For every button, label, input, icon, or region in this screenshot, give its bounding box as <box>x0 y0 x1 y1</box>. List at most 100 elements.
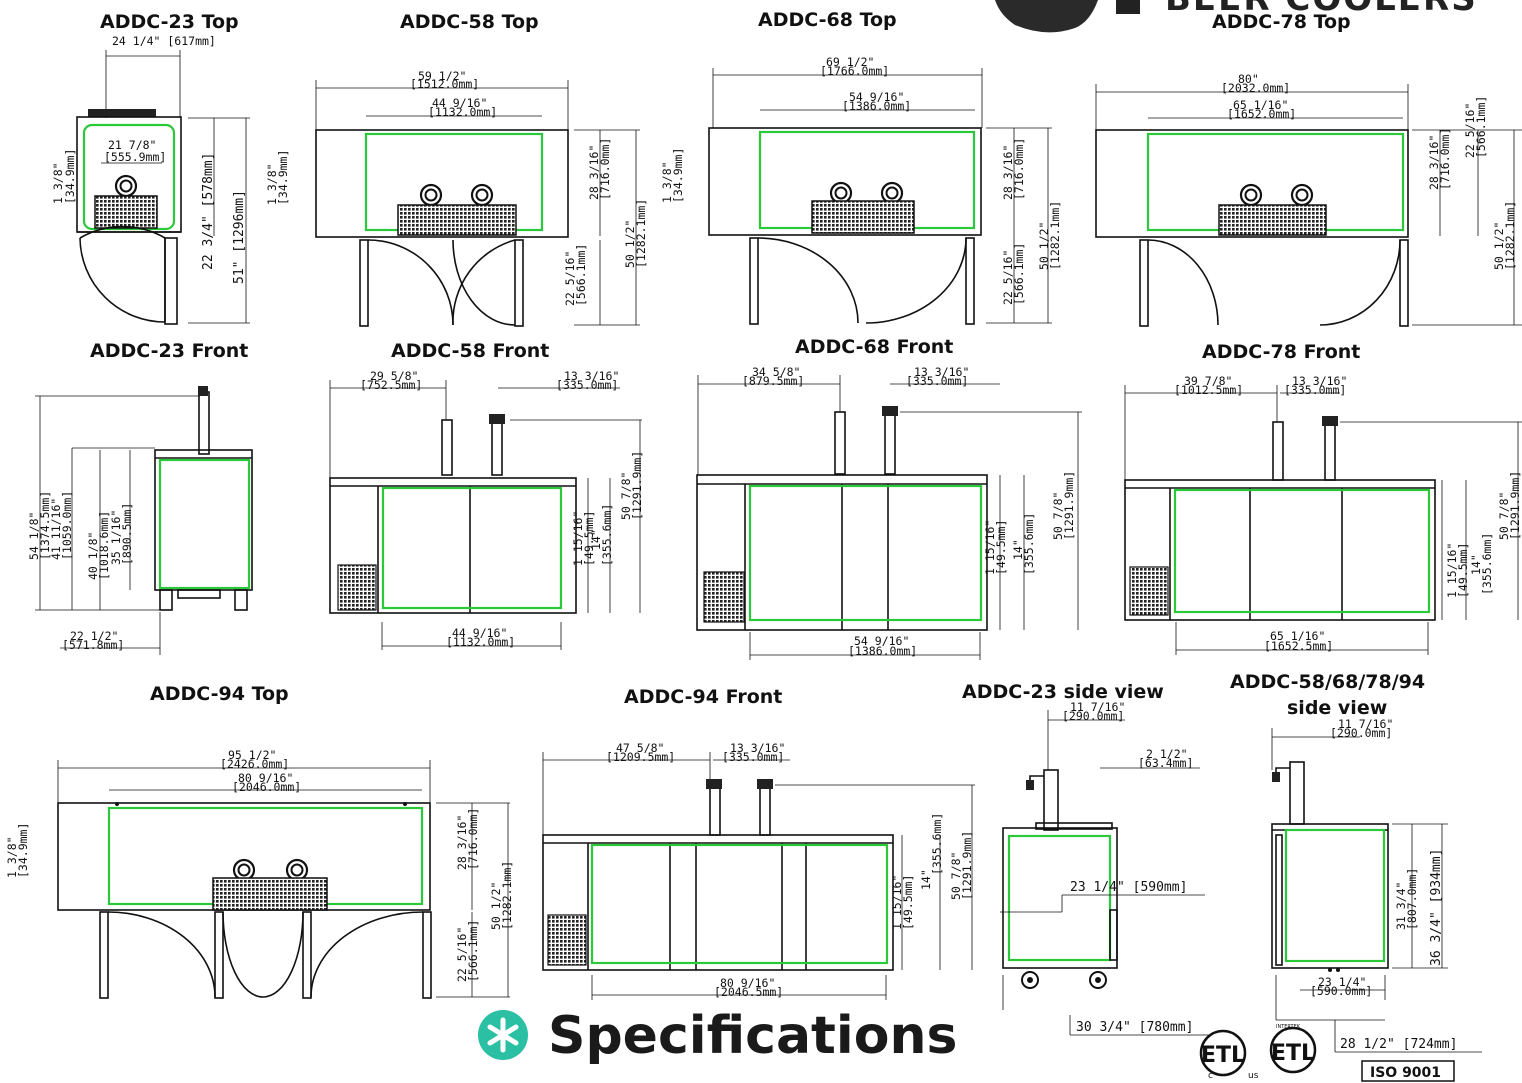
dim-t94-h3-mm: [566.1mm] <box>466 920 480 982</box>
dim-f68-h3: 50 7/8" <box>1051 492 1065 540</box>
addc78-top-drawing: 80" [2032.0mm] 65 1/16" [1652.0mm] 28 3/… <box>1095 72 1522 327</box>
dim-t94-d1-mm: [34.9mm] <box>16 823 30 878</box>
etl-marks: ETL c us ETL INTERTEK ISO 9001 <box>1199 1024 1455 1082</box>
dim-f78-h1: 1 15/16" <box>1445 543 1459 598</box>
dim-f94-h1: 1 15/16" <box>890 875 904 930</box>
dim-a58-width-mm: [1512.0mm] <box>410 77 479 91</box>
dim-f94-tap: 13 3/16" <box>730 741 785 755</box>
svg-text:ETL: ETL <box>1271 1041 1315 1066</box>
dim-a58-h1: 28 3/16" <box>587 145 601 200</box>
dim-a68-width: 69 1/2" <box>826 55 874 69</box>
title-addc23-front: ADDC-23 Front <box>90 340 248 362</box>
dim-a68-h1-mm: [716.0mm] <box>1012 138 1026 200</box>
dim-f68-tap: 13 3/16" <box>914 365 969 379</box>
dim-f78-h1-mm: [49.5mm] <box>1456 543 1470 598</box>
dim-f23-w: 22 1/2" <box>70 629 118 643</box>
dim-sm-590-mm: [590.0mm] <box>1310 984 1372 998</box>
dim-t94-h1: 28 3/16" <box>455 815 469 870</box>
title-addc68-front: ADDC-68 Front <box>795 336 953 358</box>
dim-a58-h2-mm: [1282.1mm] <box>634 199 648 268</box>
dim-f94-h2: 14" <box>919 869 933 890</box>
dim-f78-tap-mm: [335.0mm] <box>1284 383 1346 397</box>
dim-f58-h3: 50 7/8" <box>619 472 633 520</box>
dim-f23-w-mm: [571.8mm] <box>62 638 124 652</box>
dim-t94-h3: 22 5/16" <box>455 927 469 982</box>
dim-t94-w-mm: [2426.0mm] <box>220 757 289 771</box>
specifications-heading: Specifications <box>478 1006 957 1066</box>
dim-f78-b-mm: [1652.5mm] <box>1264 639 1333 653</box>
svg-text:INTERTEK: INTERTEK <box>1276 1024 1301 1030</box>
brand-text: BEER COOLERS <box>1165 0 1478 19</box>
title-addc78-top: ADDC-78 Top <box>1212 11 1351 33</box>
dim-a23-1296: 51" [1296mm] <box>232 190 247 284</box>
dim-f78-tap: 13 3/16" <box>1292 374 1347 388</box>
dim-a78-width-mm: [2032.0mm] <box>1221 81 1290 95</box>
dim-f68-h2-mm: [355.6mm] <box>1022 513 1036 575</box>
dim-a58-width: 59 1/2" <box>418 69 466 83</box>
dim-a58-h3: 22 5/16" <box>563 251 577 306</box>
dim-f58-tap-mm: [335.0mm] <box>556 378 618 392</box>
brand-circle-logo <box>995 0 1098 33</box>
dim-f58-tap: 13 3/16" <box>564 369 619 383</box>
dim-f94-tap-mm: [335.0mm] <box>722 750 784 764</box>
dim-sm-590: 23 1/4" <box>1318 975 1366 989</box>
dim-f68-h3-mm: [1291.9mm] <box>1062 471 1076 540</box>
addc78-front-drawing: 39 7/8" [1012.5mm] 13 3/16" [335.0mm] 65… <box>1124 374 1522 655</box>
dim-a78-h3: 22 5/16" <box>1463 103 1477 158</box>
addc23-top-drawing: 24 1/4" [617mm] 21 7/8" [555.9mm] 1 3/8"… <box>51 34 250 325</box>
dim-f78-a-mm: [1012.5mm] <box>1174 383 1243 397</box>
dim-f94-h2-mm: [355.6mm] <box>930 813 944 875</box>
dim-f68-tap-mm: [335.0mm] <box>906 374 968 388</box>
specifications-title: Specifications <box>548 1006 957 1066</box>
dim-a68-h2-mm: [1282.1mm] <box>1048 201 1062 270</box>
title-addc78-front: ADDC-78 Front <box>1202 341 1360 363</box>
addc68-front-drawing: 34 5/8" [879.5mm] 13 3/16" [335.0mm] 54 … <box>696 365 1082 660</box>
dim-a23-578: 22 3/4" [578mm] <box>201 153 216 270</box>
dim-f58-a-mm: [752.5mm] <box>360 378 422 392</box>
dim-t94-h2-mm: [1282.1mm] <box>500 861 514 930</box>
dim-sm-807: 31 3/4" <box>1394 882 1408 930</box>
dim-a68-inner-mm: [1386.0mm] <box>842 99 911 113</box>
title-addc58-top: ADDC-58 Top <box>400 11 539 33</box>
dim-f94-a-mm: [1209.5mm] <box>606 750 675 764</box>
svg-text:us: us <box>1248 1071 1259 1081</box>
addc58-front-drawing: 29 5/8" [752.5mm] 13 3/16" [335.0mm] 44 … <box>329 369 644 650</box>
dim-f23-h1: 54 1/8" <box>27 512 41 560</box>
dim-f23-h4-mm: [890.5mm] <box>120 503 134 565</box>
svg-text:c: c <box>1208 1071 1213 1081</box>
dim-a68-h3: 22 5/16" <box>1001 250 1015 305</box>
dim-a78-h2: 50 1/2" <box>1492 222 1506 270</box>
dim-f58-h2: 14" <box>589 529 603 550</box>
dim-a58-h1-mm: [716.0mm] <box>598 138 612 200</box>
dim-s23-top: 11 7/16" <box>1070 700 1125 714</box>
dim-a58-inner-mm: [1132.0mm] <box>428 105 497 119</box>
dim-f94-b: 80 9/16" <box>720 976 775 990</box>
iso-text: ISO 9001 <box>1370 1065 1441 1081</box>
title-multi-side-2: side view <box>1287 697 1387 719</box>
dim-f78-h3-mm: [1291.9mm] <box>1508 471 1522 540</box>
dim-sm-top: 11 7/16" <box>1338 717 1393 731</box>
dim-f23-h4: 35 1/16" <box>109 510 123 565</box>
dim-a23-d1: 1 3/8" <box>51 162 65 204</box>
dim-f68-b: 54 9/16" <box>854 634 909 648</box>
dim-f58-h2-mm: [355.6mm] <box>600 504 614 566</box>
brand-header: BEER COOLERS <box>995 0 1478 33</box>
title-multi-side-1: ADDC-58/68/78/94 <box>1230 671 1425 693</box>
dim-a68-h3-mm: [566.1mm] <box>1012 243 1026 305</box>
dim-s23-780: 30 3/4" [780mm] <box>1076 1020 1193 1035</box>
title-addc94-front: ADDC-94 Front <box>624 686 782 708</box>
dim-f58-h1-mm: [49.5mm] <box>582 511 596 566</box>
title-addc58-front: ADDC-58 Front <box>391 340 549 362</box>
addc58-top-drawing: 59 1/2" [1512.0mm] 44 9/16" [1132.0mm] 2… <box>265 69 648 327</box>
dim-sm-724: 28 1/2" [724mm] <box>1340 1037 1457 1052</box>
dim-t94-h2: 50 1/2" <box>489 882 503 930</box>
dim-f68-h1-mm: [49.5mm] <box>994 520 1008 575</box>
addc68-top-drawing: 69 1/2" [1766.0mm] 54 9/16" [1386.0mm] 2… <box>660 55 1062 325</box>
dim-f23-h1-mm: [1374.5mm] <box>38 491 52 560</box>
dim-f68-h2: 14" <box>1011 539 1025 560</box>
addc94-top-drawing: 95 1/2" [2426.0mm] 80 9/16" [2046.0mm] 2… <box>5 748 514 999</box>
title-addc23-side: ADDC-23 side view <box>962 681 1164 703</box>
dim-a68-inner: 54 9/16" <box>849 90 904 104</box>
dim-t94-h1-mm: [716.0mm] <box>466 808 480 870</box>
